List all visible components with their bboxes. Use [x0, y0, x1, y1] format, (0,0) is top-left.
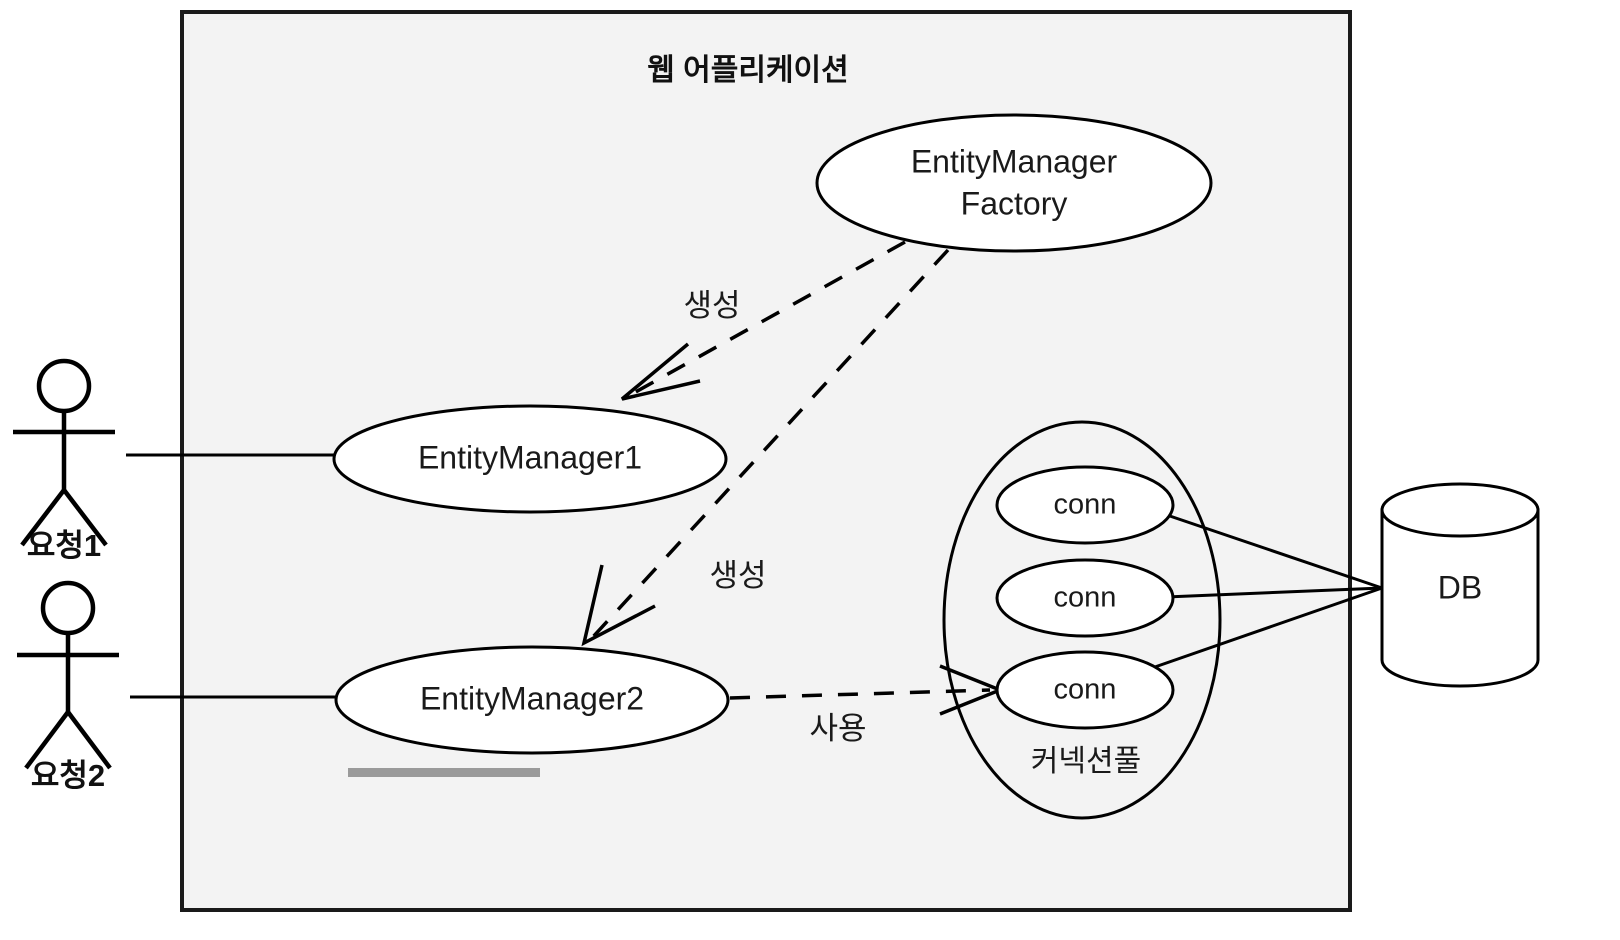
- actor-label-1: 요청1: [27, 528, 101, 563]
- edge-entitymanager2-to-conn: 사용: [729, 664, 1005, 746]
- open-arrowhead-icon: [620, 342, 701, 401]
- actor-요청1[interactable]: 요청1: [13, 358, 115, 563]
- edge-emf-to-entitymanager1: 생성: [620, 240, 906, 401]
- node-label-conn-2: conn: [1054, 582, 1117, 614]
- node-conn-1[interactable]: conn: [995, 465, 1175, 545]
- actor-label-2: 요청2: [31, 758, 105, 793]
- stick-figure-actor-icon: [13, 358, 115, 547]
- edge-label-생성-1: 생성: [683, 288, 740, 323]
- node-label-conn-3: conn: [1054, 674, 1117, 706]
- node-db[interactable]: DB: [1380, 482, 1540, 688]
- stick-figure-actor-icon: [17, 580, 119, 770]
- node-entitymanager2[interactable]: EntityManager2: [334, 645, 730, 755]
- edge-conn1-to-db: [1157, 510, 1383, 590]
- node-conn-2[interactable]: conn: [995, 558, 1175, 638]
- edge-label-생성-2: 생성: [709, 558, 766, 593]
- node-label-emf-line1: EntityManager: [911, 143, 1118, 179]
- edge-label-사용: 사용: [809, 711, 866, 746]
- actor-요청2[interactable]: 요청2: [17, 580, 119, 793]
- container-title: 웹 어플리케이션: [647, 54, 849, 87]
- node-entitymanagerfactory[interactable]: EntityManager Factory: [815, 113, 1213, 253]
- node-label-em2: EntityManager2: [420, 680, 644, 716]
- edge-conn3-to-db: [1151, 586, 1383, 670]
- node-label-connection-pool: 커넥션풀: [1031, 745, 1141, 778]
- node-label-conn-1: conn: [1054, 489, 1117, 521]
- node-conn-3[interactable]: conn: [995, 650, 1175, 730]
- node-label-emf-line2: Factory: [961, 185, 1068, 221]
- node-connection-pool[interactable]: conn conn conn 커넥션풀: [942, 420, 1222, 820]
- node-entitymanager1[interactable]: EntityManager1: [332, 404, 728, 514]
- edge-emf-to-entitymanager2: 생성: [581, 248, 950, 647]
- node-label-db: DB: [1438, 569, 1482, 605]
- edge-conn2-to-db: [1165, 586, 1383, 599]
- node-label-em1: EntityManager1: [418, 439, 642, 475]
- em2-highlight-bar: [348, 768, 540, 777]
- open-arrowhead-icon: [581, 564, 656, 647]
